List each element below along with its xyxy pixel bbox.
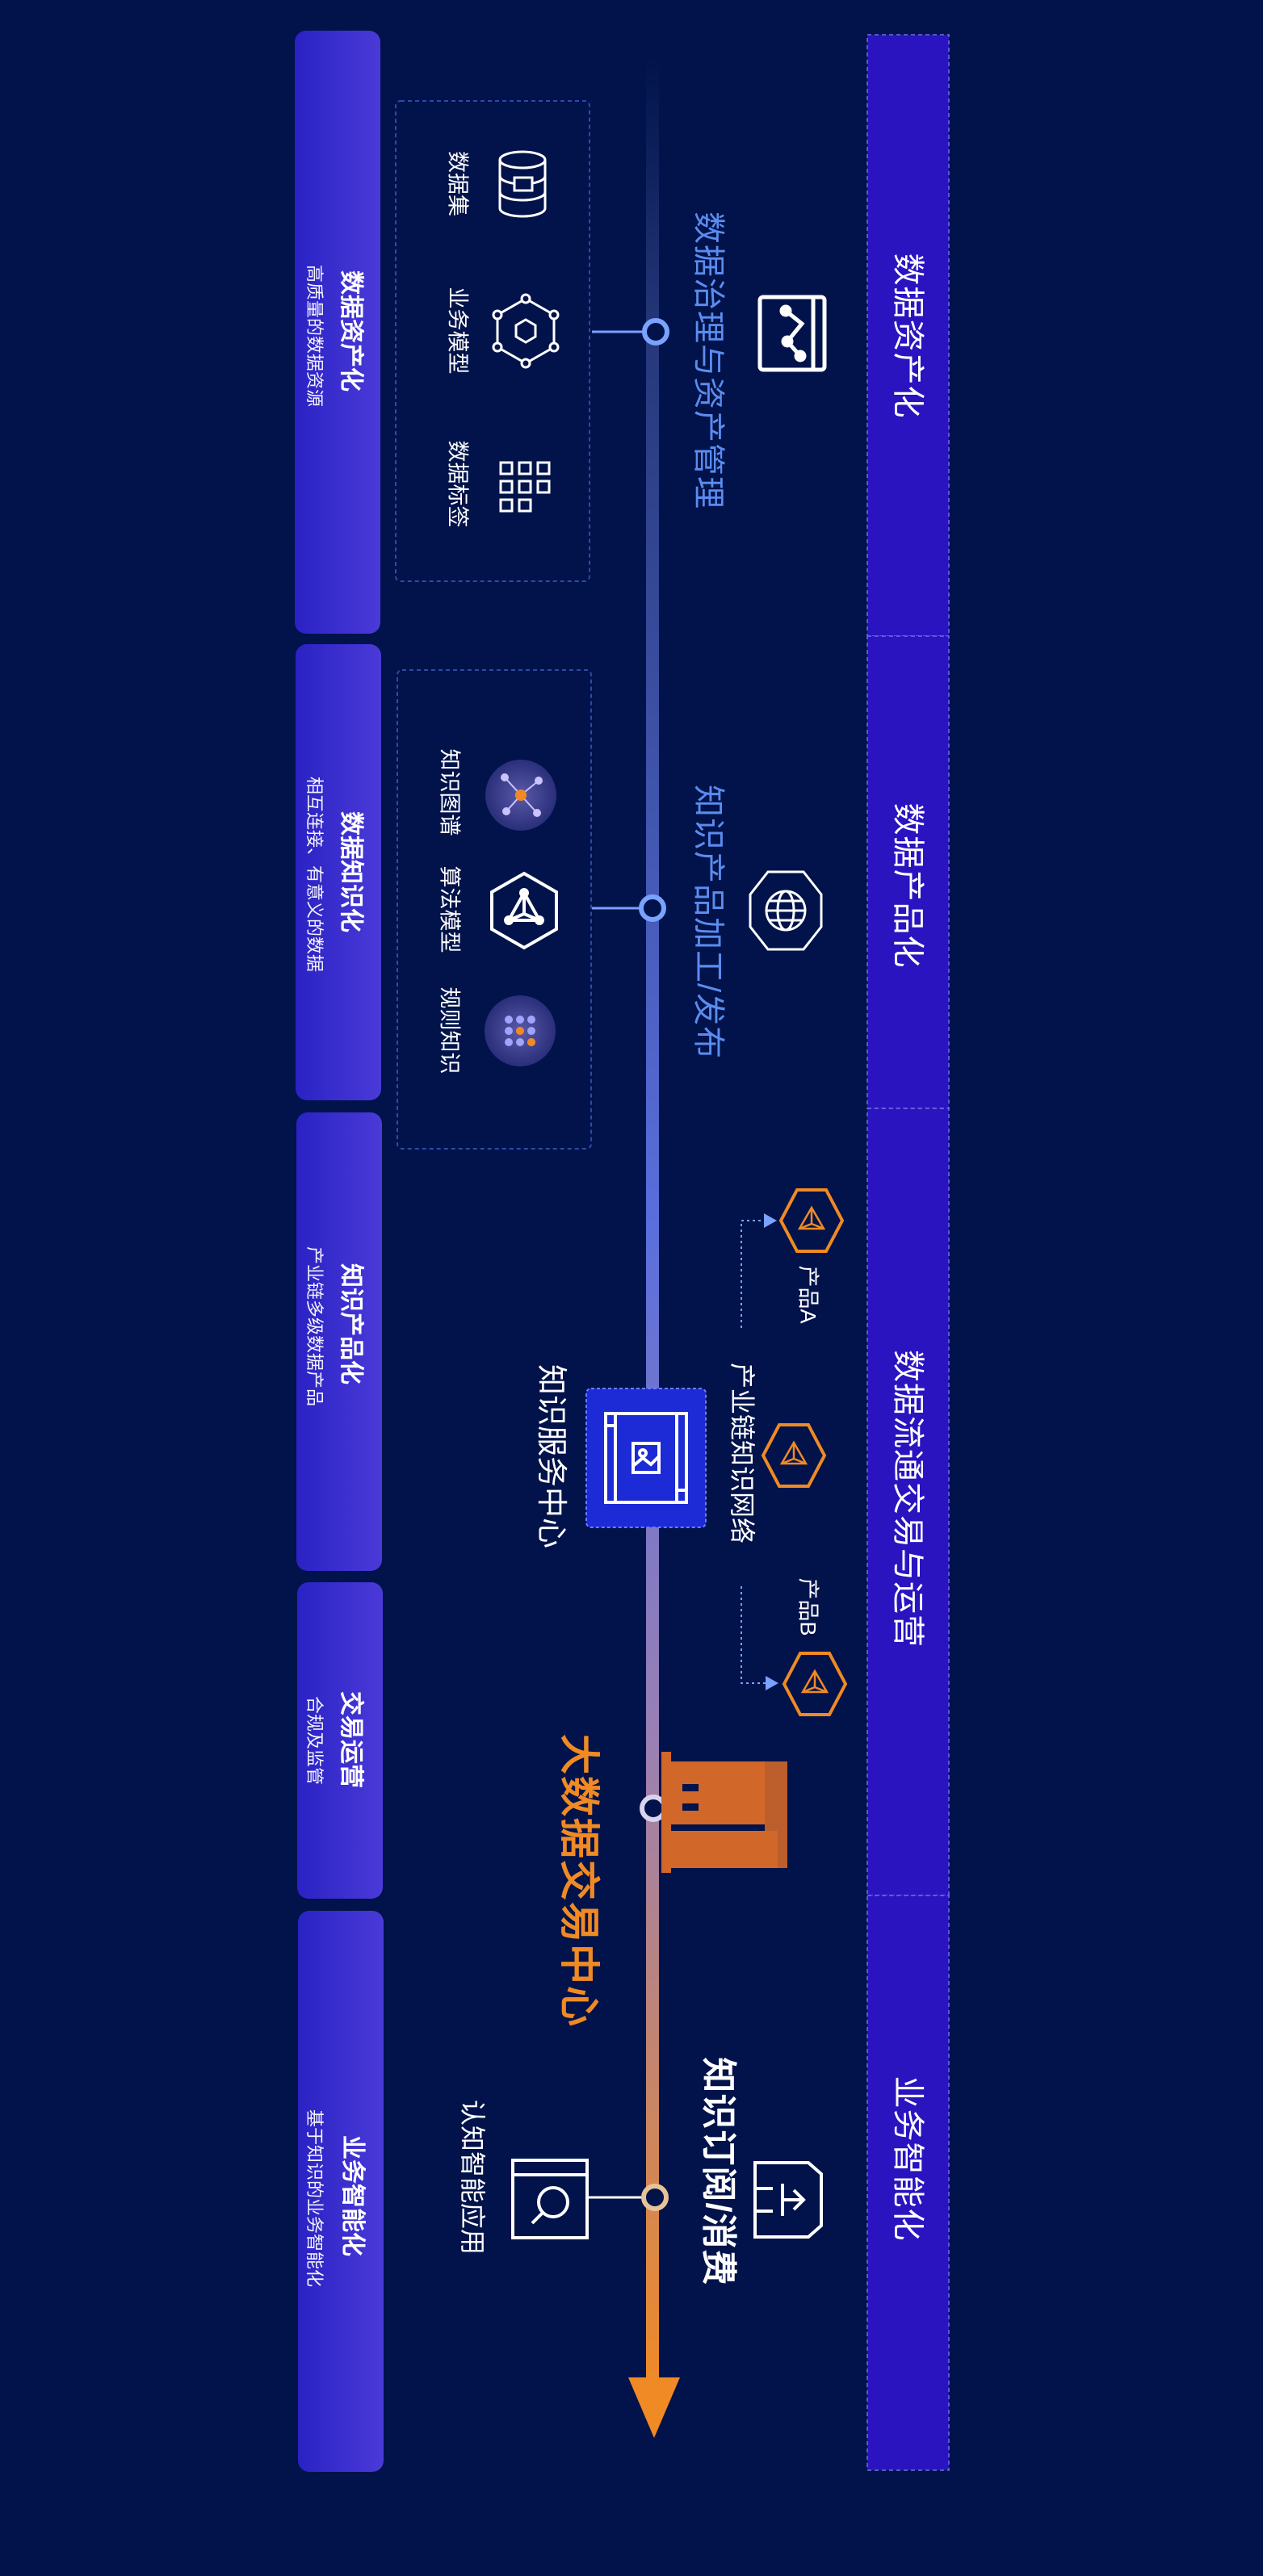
node-knowledge: [639, 894, 666, 922]
timeline-arrowhead: [628, 2377, 680, 2438]
band-3-title: 知识产品化: [338, 1263, 364, 1384]
band-block-3: [296, 1112, 382, 1571]
band-block-1: [295, 31, 380, 634]
band-5-title: 业务智能化: [339, 2135, 366, 2256]
chain-label: 产业链知识网络: [728, 1362, 757, 1544]
rules-knowledge-icon: [485, 995, 556, 1066]
node-governance: [642, 318, 669, 346]
stage-label-3: 数据流通交易与运营: [890, 1350, 925, 1648]
service-center-label: 知识服务中心: [534, 1363, 568, 1548]
product-a-label: 产品A: [795, 1265, 820, 1324]
knowledge-box: [397, 669, 592, 1150]
tag-grid-icon: [499, 461, 551, 513]
knowledge-item-graph: 知识图谱: [437, 748, 462, 836]
exchange-building-icon: [661, 1752, 787, 1873]
governance-item-dataset: 数据集: [445, 151, 470, 216]
knowledge-item-rules: 规则知识: [437, 986, 462, 1074]
band-1-title: 数据资产化: [338, 270, 364, 392]
product-b-label: 产品B: [795, 1577, 820, 1636]
exchange-label: 大数据交易中心: [556, 1734, 602, 2028]
governance-item-business-model: 业务模型: [445, 287, 470, 375]
dataset-icon: [498, 150, 547, 218]
band-5-subtitle: 基于知识的业务智能化: [304, 2109, 325, 2287]
application-label: 认知智能应用: [458, 2100, 487, 2256]
subscription-box-icon: [753, 2161, 823, 2239]
product-b-hex-icon: [782, 1652, 848, 1716]
band-1-subtitle: 高质量的数据资源: [304, 265, 325, 408]
cognitive-app-icon: [511, 2159, 589, 2239]
stage-panel-1: [866, 34, 950, 637]
knowledge-graph-icon: [485, 760, 556, 831]
business-model-icon: [492, 293, 560, 369]
band-2-title: 数据知识化: [338, 811, 364, 932]
arrow-head-a-icon: [764, 1213, 777, 1228]
band-4-title: 交易运营: [338, 1691, 364, 1788]
timeline-line: [646, 57, 659, 2398]
band-block-5: [298, 1911, 384, 2472]
band-block-2: [296, 644, 381, 1100]
governance-item-data-tag: 数据标签: [445, 440, 470, 528]
band-4-subtitle: 合规及监管: [304, 1695, 325, 1785]
stage-panel-2: [866, 635, 950, 1109]
knowledge-item-algorithm: 算法模型: [437, 865, 462, 953]
stage-label-4: 业务智能化: [890, 2075, 925, 2242]
stage-label-2: 数据产品化: [890, 802, 925, 969]
algorithm-model-icon: [490, 871, 558, 950]
band-3-subtitle: 产业链多级数据产品: [304, 1246, 325, 1406]
node-exchange: [640, 1795, 667, 1822]
node-subscription: [641, 2184, 669, 2211]
dashboard-icon: [757, 295, 827, 372]
governance-title: 数据治理与资产管理: [690, 212, 726, 509]
stage-panel-3: [866, 1108, 950, 1896]
globe-cube-icon: [749, 870, 823, 951]
product-a-hex-icon: [778, 1188, 845, 1253]
service-center-icon: [604, 1412, 688, 1504]
arrow-head-b-icon: [766, 1676, 778, 1690]
product-flow-arrows: [741, 1220, 775, 1684]
band-2-subtitle: 相互连接、有意义的数据: [304, 776, 325, 972]
stage-label-1: 数据资产化: [890, 253, 925, 419]
knowledge-processing-title: 知识产品加工/发布: [690, 785, 726, 1060]
subscription-label: 知识订阅/消费: [699, 2057, 738, 2286]
band-block-4: [297, 1582, 383, 1899]
stage-panel-4: [866, 1895, 950, 2471]
governance-box: [395, 100, 590, 582]
chain-hex-icon: [761, 1423, 827, 1488]
